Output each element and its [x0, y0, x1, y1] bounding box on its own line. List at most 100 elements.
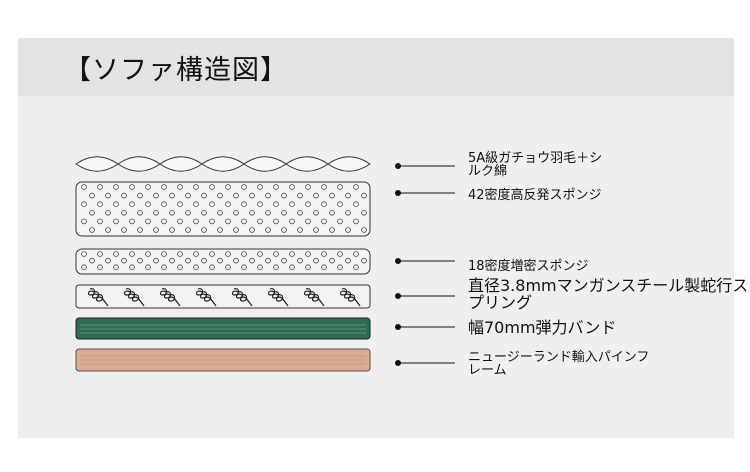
- foam-pore: [353, 264, 359, 271]
- foam-pore: [185, 227, 191, 233]
- label-foam42: 42密度高反発スポンジ: [468, 188, 602, 203]
- layer-band: [75, 317, 371, 340]
- foam-pore: [161, 184, 167, 190]
- layer-foam42: [75, 181, 371, 237]
- foam-pore: [265, 257, 271, 264]
- foam-pore: [185, 210, 191, 216]
- foam-pore: [145, 201, 151, 208]
- foam-pore: [153, 257, 159, 264]
- foam-pore: [321, 184, 327, 190]
- foam-pore: [313, 227, 319, 233]
- foam-pore: [353, 251, 359, 257]
- foam-pore: [97, 264, 103, 271]
- foam-pore: [217, 257, 223, 264]
- foam-pore: [121, 257, 127, 264]
- foam-pore: [345, 192, 351, 199]
- foam-pore: [81, 201, 87, 208]
- foam-pore: [337, 184, 343, 190]
- foam-pore: [113, 218, 119, 225]
- foam-pore: [361, 192, 367, 199]
- foam-pore: [241, 264, 247, 271]
- page-title: 【ソファ構造図】: [64, 55, 288, 86]
- foam-pore: [113, 264, 119, 271]
- spring-coil: [159, 288, 181, 307]
- foam-pore: [209, 184, 215, 190]
- foam-pore: [177, 251, 183, 257]
- foam-pore: [129, 251, 135, 257]
- foam-pore: [225, 184, 231, 190]
- foam-pore: [305, 251, 311, 257]
- foam-pore: [217, 227, 223, 233]
- foam-pore: [233, 210, 239, 216]
- foam-pore: [97, 184, 103, 190]
- foam-pore: [89, 210, 95, 216]
- foam-pore: [345, 257, 351, 264]
- foam-pore: [353, 218, 359, 225]
- layer-foam18: [75, 248, 371, 275]
- foam-pore: [121, 192, 127, 199]
- layer-frame: [75, 348, 371, 372]
- layer-feather: [75, 156, 371, 172]
- foam-pore: [177, 264, 183, 271]
- spring-coil: [87, 288, 109, 307]
- foam-pore: [193, 251, 199, 257]
- foam-pore: [313, 210, 319, 216]
- foam-pore: [177, 218, 183, 225]
- foam-pore: [81, 251, 87, 257]
- foam-pore: [313, 192, 319, 199]
- foam-pore: [105, 210, 111, 216]
- foam-pore: [129, 184, 135, 190]
- foam-pore: [89, 257, 95, 264]
- foam-pore: [225, 201, 231, 208]
- foam-pore: [313, 257, 319, 264]
- foam-pore: [305, 264, 311, 271]
- foam-pore: [97, 201, 103, 208]
- foam-pore: [289, 264, 295, 271]
- foam-pore: [257, 264, 263, 271]
- foam-pore: [241, 218, 247, 225]
- foam-pore: [201, 257, 207, 264]
- foam-pore: [81, 184, 87, 190]
- foam-pore: [361, 210, 367, 216]
- foam-pore: [345, 210, 351, 216]
- spring-coil: [231, 288, 253, 307]
- foam-pore: [281, 227, 287, 233]
- foam-pore: [257, 184, 263, 190]
- foam-pore: [273, 184, 279, 190]
- spring-coil: [339, 288, 361, 307]
- foam-pore: [113, 184, 119, 190]
- foam-pore: [161, 201, 167, 208]
- foam-pore: [153, 210, 159, 216]
- foam-pore: [145, 251, 151, 257]
- foam-pore: [137, 227, 143, 233]
- foam-pore: [321, 218, 327, 225]
- foam-pore: [145, 218, 151, 225]
- foam-pore: [113, 201, 119, 208]
- foam-pore: [185, 257, 191, 264]
- label-band: 幅70mm弾力バンド: [468, 318, 617, 337]
- foam-pore: [241, 201, 247, 208]
- foam-pore: [137, 257, 143, 264]
- leader-lines: [395, 163, 455, 366]
- foam-pore: [89, 227, 95, 233]
- foam-pore: [297, 192, 303, 199]
- foam-pore: [169, 257, 175, 264]
- foam-pore: [273, 251, 279, 257]
- foam-pore: [129, 201, 135, 208]
- spring-coil: [267, 288, 289, 307]
- foam-pore: [321, 201, 327, 208]
- foam-pore: [193, 184, 199, 190]
- foam-pore: [177, 184, 183, 190]
- foam-pore: [281, 210, 287, 216]
- foam-pore: [249, 257, 255, 264]
- foam-pore: [225, 264, 231, 271]
- foam-pore: [289, 201, 295, 208]
- foam-pore: [137, 192, 143, 199]
- foam-pore: [169, 192, 175, 199]
- foam-pore: [193, 201, 199, 208]
- foam-pore: [257, 218, 263, 225]
- foam-pore: [257, 201, 263, 208]
- foam-pore: [209, 264, 215, 271]
- foam-pore: [281, 257, 287, 264]
